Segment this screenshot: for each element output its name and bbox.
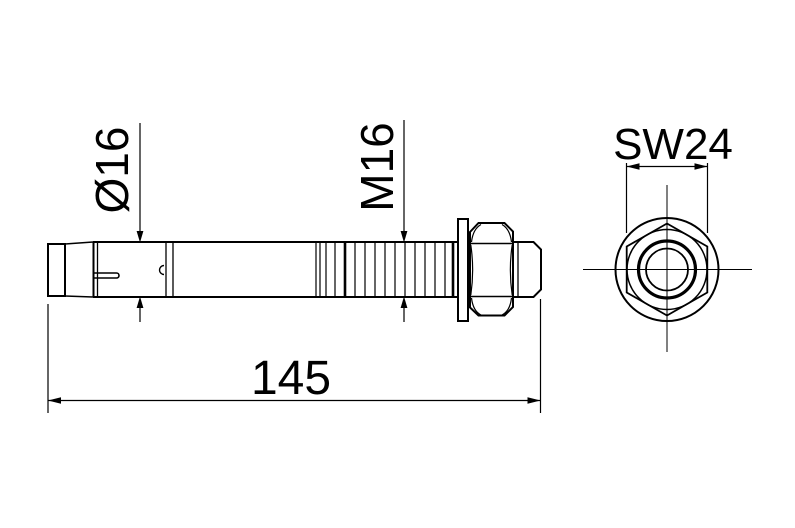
wrench-arrow-left — [626, 163, 640, 170]
diameter-arrow-down — [136, 231, 144, 243]
thread-dimension: M16 — [351, 120, 408, 322]
hex-nut-side — [469, 222, 514, 317]
expansion-slot — [93, 272, 120, 279]
washer-circle — [614, 217, 720, 322]
length-arrow-left — [48, 397, 61, 404]
wrench-size-label: SW24 — [613, 120, 733, 169]
length-extension-lines — [47, 299, 542, 413]
thread-circle — [636, 239, 698, 300]
cone-tip-face — [47, 243, 66, 297]
length-arrow-right — [527, 397, 541, 404]
hex-nut-chamfer-arcs — [470, 223, 513, 316]
diameter-dimension-label: Ø16 — [86, 127, 138, 214]
bolt-end-outline — [513, 241, 542, 298]
thread-dimension-label: M16 — [351, 122, 403, 211]
hex-nut-outline-front — [625, 222, 709, 317]
bolt-tip-circle — [645, 247, 689, 292]
diameter-dimension: Ø16 — [86, 123, 144, 322]
anchor-side-view — [47, 218, 542, 322]
clip-dimple — [158, 264, 165, 276]
bolt-end — [513, 241, 542, 298]
wrench-extension-lines — [625, 163, 709, 233]
hex-nut-outline-side — [469, 222, 514, 317]
nut-chamfer-circle — [626, 228, 708, 311]
wrench-arrow-right — [694, 163, 708, 170]
diameter-arrow-up — [136, 296, 144, 308]
hex-nut-side-arcs — [470, 244, 513, 296]
thread-lines — [315, 242, 455, 297]
thread-arrow-down — [400, 231, 408, 243]
cone-taper-lines — [64, 241, 94, 298]
length-dimension: 145 — [47, 299, 542, 413]
thread-arrow-up — [400, 296, 408, 308]
length-dimension-label: 145 — [251, 352, 331, 405]
wrench-size-dimension: SW24 — [613, 120, 733, 233]
clip-end-lines — [165, 242, 174, 297]
shaft-outline — [93, 241, 458, 298]
washer-side — [457, 218, 469, 322]
hex-nut-face-lines — [470, 242, 513, 298]
anchor-end-view — [583, 185, 752, 352]
